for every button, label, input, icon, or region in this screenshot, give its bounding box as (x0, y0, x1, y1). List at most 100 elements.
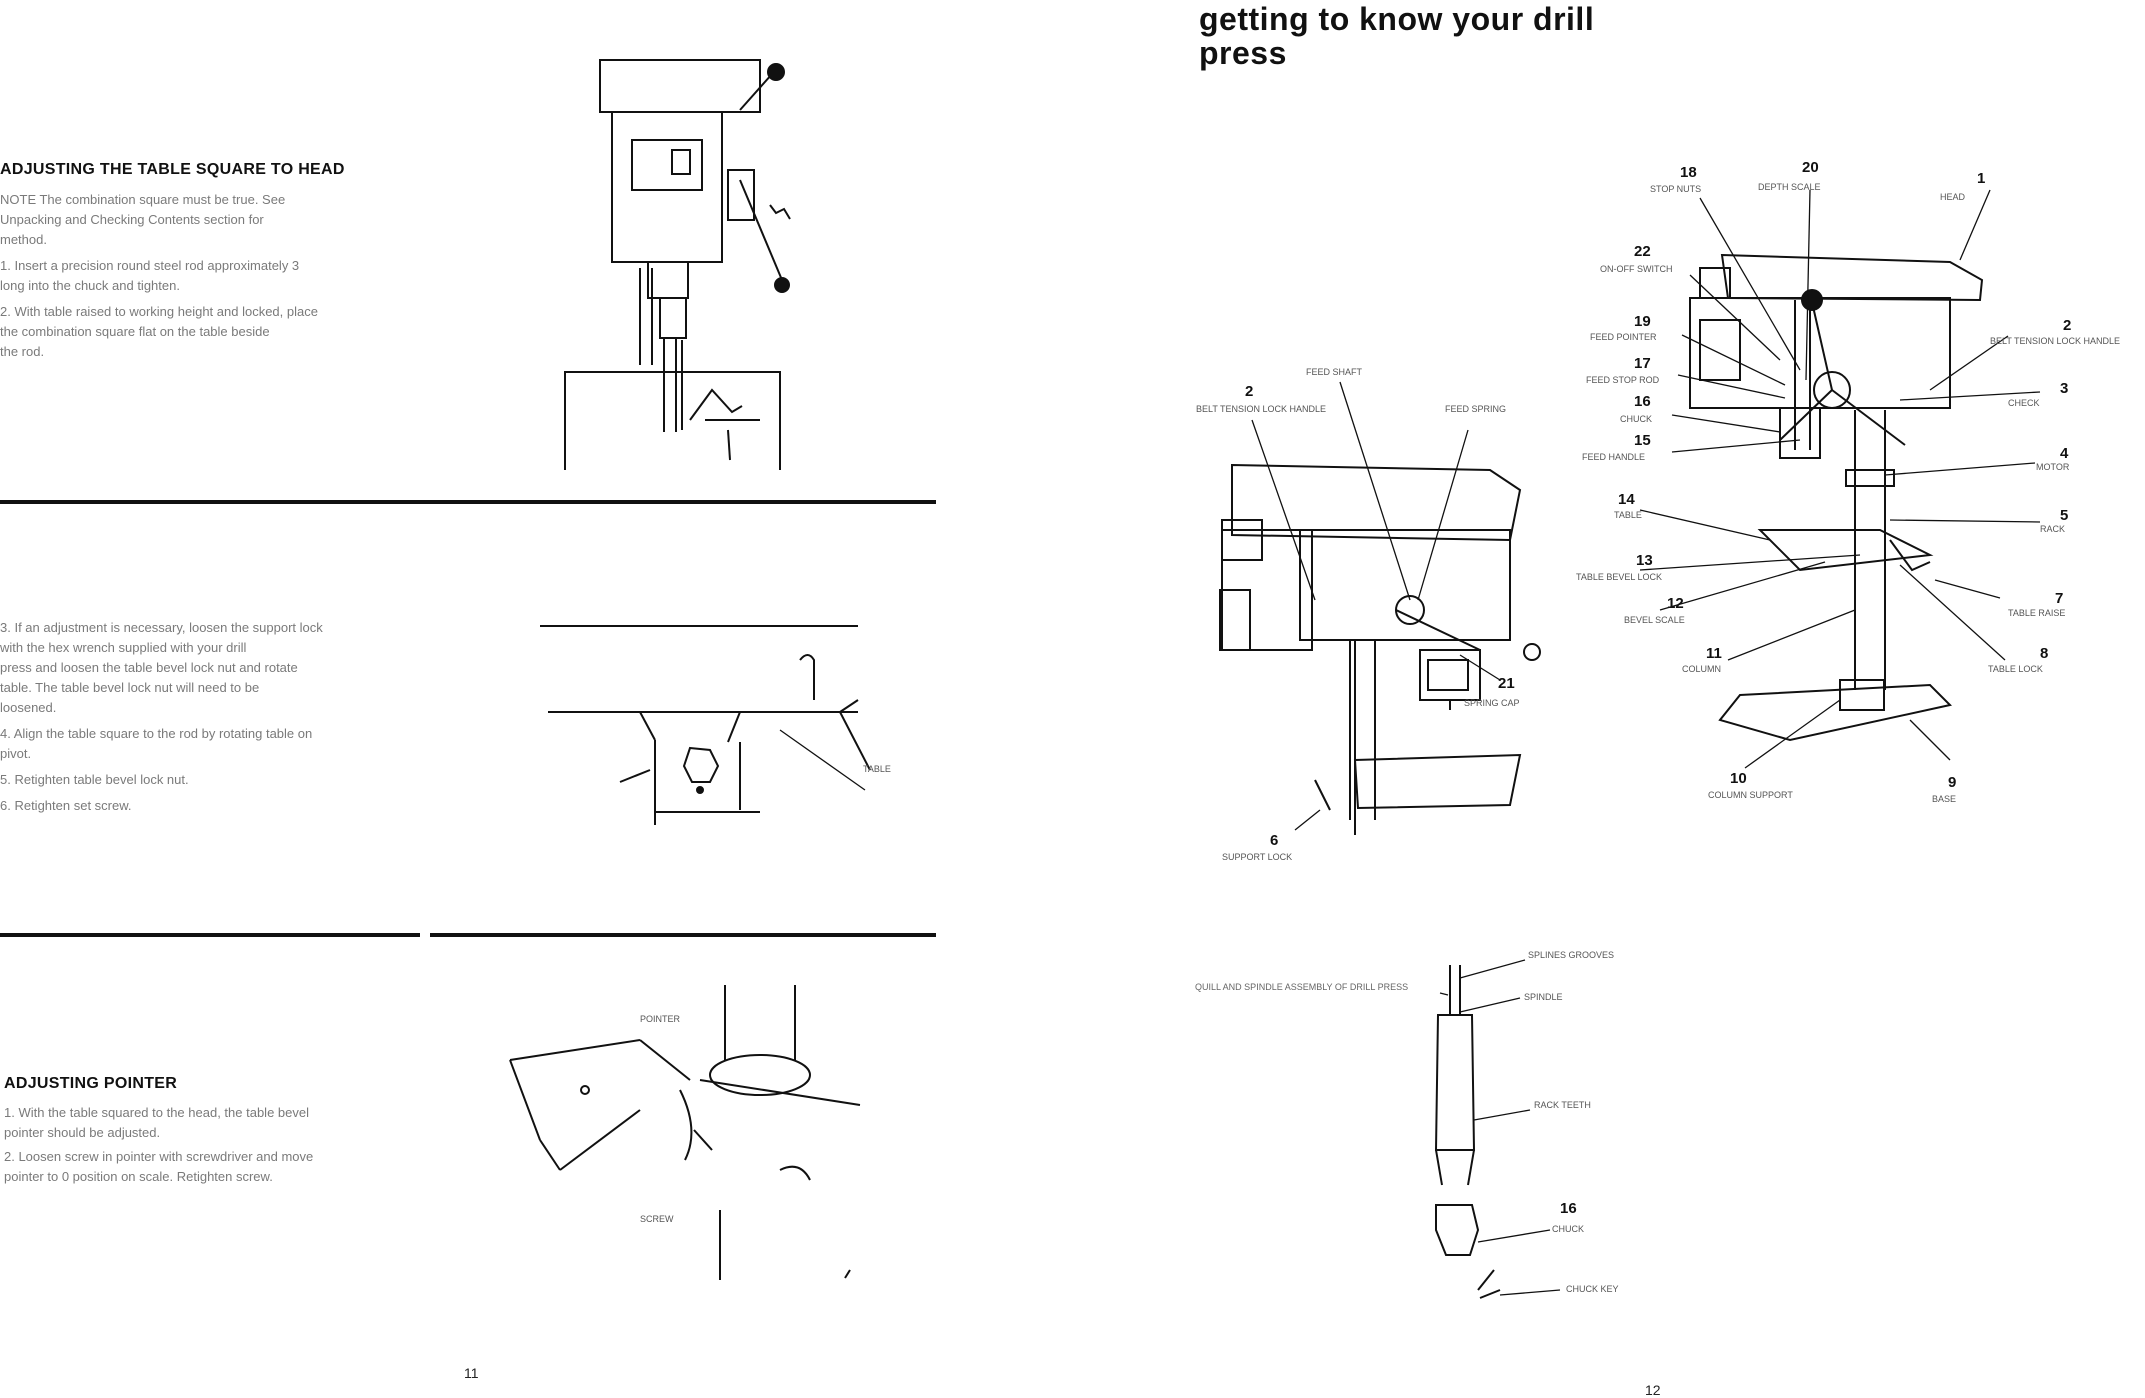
callout-label: HEAD (1940, 192, 1966, 202)
callout-label: SUPPORT LOCK (1222, 852, 1292, 862)
figure-labels: TABLE POINTER SCREW 18 STOP NUTS 20 DEPT… (640, 159, 2120, 1294)
callout-label: TABLE RAISE (2008, 608, 2065, 618)
body-line: 6. Retighten set screw. (0, 798, 132, 813)
callout-number: 12 (1667, 595, 1684, 612)
figure-table-square-to-head (564, 59, 791, 470)
callout-number: 6 (1270, 832, 1278, 849)
page-title: getting to know your drill press (1199, 2, 1594, 70)
callout-number: 20 (1802, 159, 1819, 176)
callout-label: FEED POINTER (1590, 332, 1657, 342)
callout-label: BEVEL SCALE (1624, 615, 1685, 625)
callout-number: 5 (2060, 507, 2068, 524)
callout-number: 1 (1977, 170, 1985, 187)
callout-label: BASE (1932, 794, 1956, 804)
callout-label: FEED STOP ROD (1586, 375, 1660, 385)
callout-label: TABLE (1614, 510, 1642, 520)
body-line: pointer should be adjusted. (4, 1125, 161, 1140)
body-line: method. (0, 232, 47, 247)
callout-label: FEED HANDLE (1582, 452, 1645, 462)
body-line: the rod. (0, 344, 45, 359)
callout-number: 8 (2040, 645, 2048, 662)
callout-number: 18 (1680, 164, 1697, 181)
body-line: pivot. (0, 746, 32, 761)
callout-number: 9 (1948, 774, 1956, 791)
callout-number: 19 (1634, 313, 1651, 330)
figure-drill-press-side (1219, 463, 1541, 835)
section3-body: 1. With the table squared to the head, t… (4, 1103, 313, 1187)
body-line: 1. With the table squared to the head, t… (4, 1105, 309, 1120)
callout-number: 3 (2060, 380, 2068, 397)
callout-label: TABLE BEVEL LOCK (1576, 572, 1662, 582)
callout-label: CHUCK (1620, 414, 1652, 424)
figure-adjusting-pointer (509, 985, 861, 1280)
page-title-line: press (1199, 35, 1287, 71)
label-screw: SCREW (640, 1214, 674, 1224)
section-divider (430, 933, 936, 937)
section1-body: NOTE The combination square must be true… (0, 190, 318, 362)
label-table: TABLE (863, 764, 891, 774)
body-line: Unpacking and Checking Contents section … (0, 212, 264, 227)
figure-caption: QUILL AND SPINDLE ASSEMBLY OF DRILL PRES… (1195, 982, 1408, 992)
body-line: long into the chuck and tighten. (0, 278, 180, 293)
callout-label: CHUCK (1552, 1224, 1584, 1234)
callout-number: 15 (1634, 432, 1651, 449)
page-number: 11 (464, 1365, 479, 1381)
callout-label: COLUMN (1682, 664, 1721, 674)
callout-label: BELT TENSION LOCK HANDLE (1990, 336, 2120, 346)
callout-number: 14 (1618, 491, 1635, 508)
body-line: loosened. (0, 700, 57, 715)
figure-drill-press-main (1689, 253, 1984, 742)
section-heading-table-square: ADJUSTING THE TABLE SQUARE TO HEAD (0, 161, 345, 178)
callout-label: ON-OFF SWITCH (1600, 264, 1673, 274)
callout-label: FEED SPRING (1445, 404, 1506, 414)
callout-number: 21 (1498, 675, 1515, 692)
callout-label: TABLE LOCK (1988, 664, 2043, 674)
callout-label: SPLINES GROOVES (1528, 950, 1614, 960)
callout-number: 10 (1730, 770, 1747, 787)
body-line: 2. With table raised to working height a… (0, 304, 318, 319)
callout-label: STOP NUTS (1650, 184, 1701, 194)
body-line: 1. Insert a precision round steel rod ap… (0, 258, 300, 273)
label-pointer: POINTER (640, 1014, 681, 1024)
callout-label: CHECK (2008, 398, 2040, 408)
callout-label: FEED SHAFT (1306, 367, 1363, 377)
callout-number: 16 (1634, 393, 1651, 410)
callout-number: 2 (2063, 317, 2071, 334)
callout-number: 17 (1634, 355, 1651, 372)
body-line: pointer to 0 position on scale. Retighte… (4, 1169, 273, 1184)
body-line: 3. If an adjustment is necessary, loosen… (0, 620, 323, 635)
callout-number: 11 (1706, 645, 1722, 662)
callout-label: MOTOR (2036, 462, 2070, 472)
figure-table-bevel-lock (540, 625, 871, 825)
callout-label: DEPTH SCALE (1758, 182, 1821, 192)
body-line: the combination square flat on the table… (0, 324, 270, 339)
section2-body: 3. If an adjustment is necessary, loosen… (0, 618, 323, 816)
body-line: 5. Retighten table bevel lock nut. (0, 772, 189, 787)
callout-label: SPRING CAP (1464, 698, 1520, 708)
callout-number: 7 (2055, 590, 2063, 607)
body-line: press and loosen the table bevel lock nu… (0, 660, 298, 675)
section-divider (0, 933, 420, 937)
body-line: 2. Loosen screw in pointer with screwdri… (4, 1149, 314, 1164)
body-line: 4. Align the table square to the rod by … (0, 726, 313, 741)
section-heading-adjusting-pointer: ADJUSTING POINTER (4, 1075, 178, 1092)
section-divider (0, 500, 936, 504)
callout-label: CHUCK KEY (1566, 1284, 1619, 1294)
page-number: 12 (1645, 1382, 1661, 1398)
callout-number: 2 (1245, 383, 1253, 400)
page-title-line: getting to know your drill (1199, 1, 1595, 37)
body-line: table. The table bevel lock nut will nee… (0, 680, 260, 695)
figure-spindle-assembly (1434, 965, 1501, 1299)
callout-leaders (779, 189, 2041, 1296)
callout-label: COLUMN SUPPORT (1708, 790, 1793, 800)
callout-number: 22 (1634, 243, 1651, 260)
callout-number: 13 (1636, 552, 1653, 569)
body-line: with the hex wrench supplied with your d… (0, 640, 247, 655)
callout-number: 16 (1560, 1200, 1577, 1217)
callout-label: BELT TENSION LOCK HANDLE (1196, 404, 1326, 414)
body-line: NOTE The combination square must be true… (0, 192, 286, 207)
callout-label: RACK TEETH (1534, 1100, 1591, 1110)
callout-number: 4 (2060, 445, 2069, 462)
callout-label: RACK (2040, 524, 2065, 534)
